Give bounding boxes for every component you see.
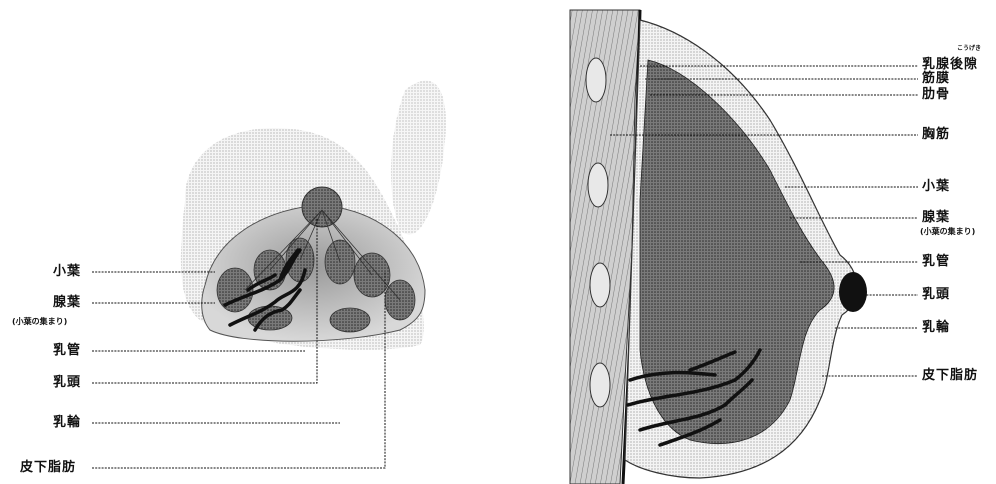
left-label-gland-lobe: 腺葉 (53, 296, 81, 309)
left-label-gland-lobe-note: (小葉の集まり) (12, 318, 67, 326)
right-label-retromammary-ruby: こうげき (957, 46, 981, 52)
left-breast-illustration (181, 81, 446, 350)
right-label-subcutaneous-fat: 皮下脂肪 (922, 369, 978, 382)
right-label-retromammary-space: 乳腺後隙 (922, 58, 978, 71)
left-nipple (302, 187, 342, 227)
right-nipple (839, 272, 867, 312)
right-label-fascia: 筋膜 (922, 72, 950, 85)
right-breast-illustration (570, 10, 867, 484)
left-label-subcutaneous-fat: 皮下脂肪 (20, 461, 76, 474)
right-label-gland-lobe-note: (小葉の集まり) (920, 228, 975, 236)
right-label-gland-lobe: 腺葉 (922, 211, 950, 224)
left-label-duct: 乳管 (53, 344, 81, 357)
left-label-areola: 乳輪 (53, 416, 81, 429)
right-label-pectoral-muscle: 胸筋 (922, 128, 950, 141)
right-label-nipple: 乳頭 (922, 288, 950, 301)
left-label-nipple: 乳頭 (53, 376, 81, 389)
right-label-duct: 乳管 (922, 255, 950, 268)
left-label-lobule: 小葉 (53, 265, 81, 278)
right-label-rib: 肋骨 (922, 88, 950, 101)
right-label-lobule: 小葉 (922, 180, 950, 193)
left-skin-fold (391, 81, 446, 235)
right-label-areola: 乳輪 (922, 321, 950, 334)
